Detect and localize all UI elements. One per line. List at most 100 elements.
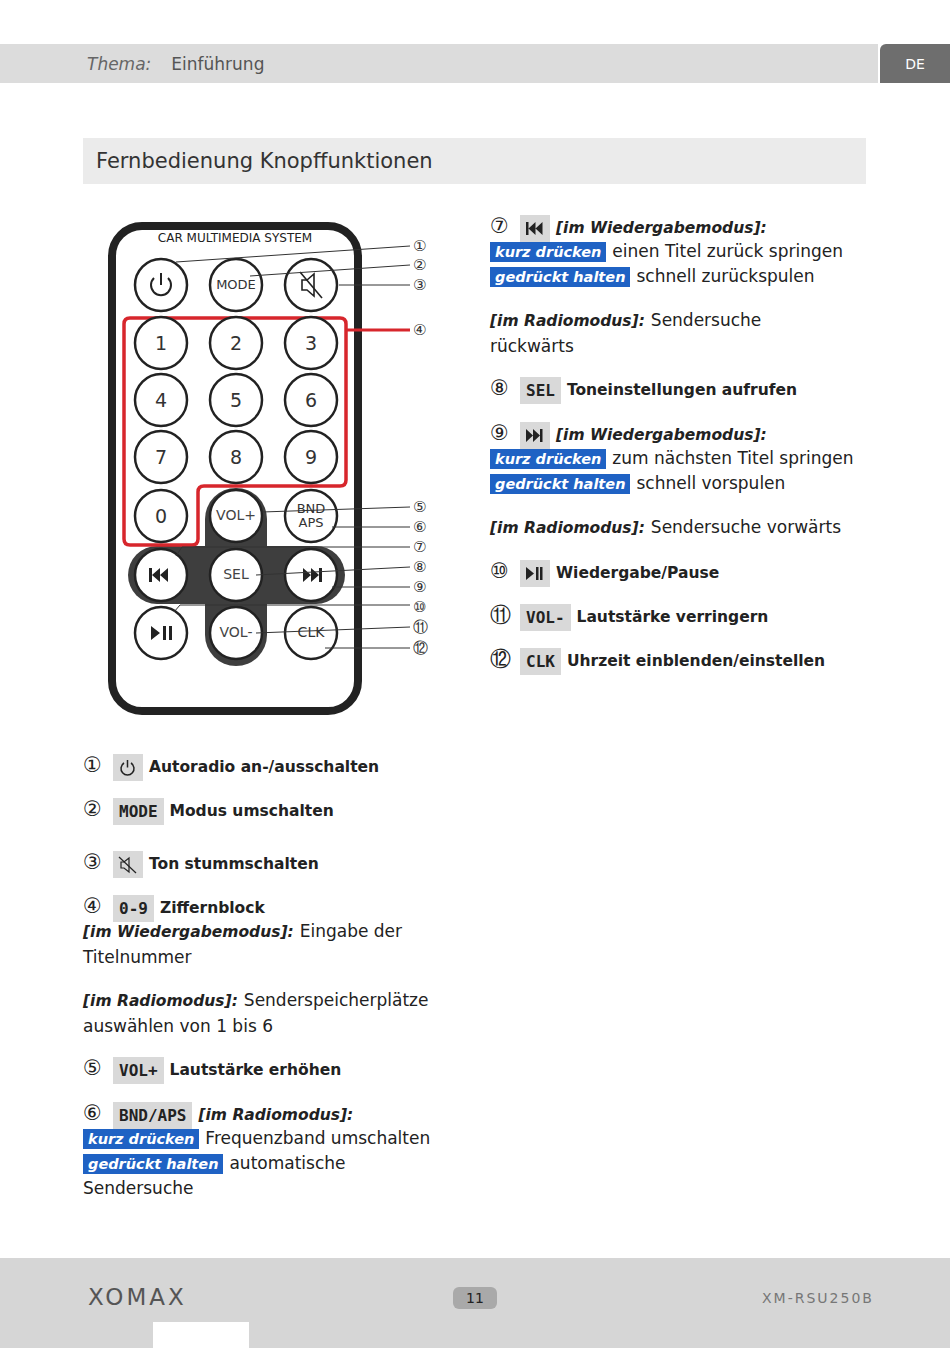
button-label: 4 [135,374,187,426]
press-mode-chip: gedrückt halten [83,1154,223,1174]
press-mode-chip: kurz drücken [83,1129,199,1149]
page-title: Fernbedienung Knopffunktionen [96,149,433,173]
callout-number: ④ [413,321,426,339]
chip-text: kurz drücken [495,244,601,260]
button-text: SEL [214,567,258,582]
description-text: Toneinstellungen aufrufen [567,381,797,399]
callout-number: ⑪ [490,603,520,628]
callout-number: ⑤ [83,1056,113,1081]
prev-icon-chip [520,215,550,242]
button-label: 2 [210,317,262,369]
mute-icon [300,272,322,298]
button-text: 7 [139,447,183,468]
button-label: 6 [285,374,337,426]
button-label: 1 [135,317,187,369]
button-label: VOL+ [210,490,262,542]
description-row: kurz drücken Frequenzband umschalten [83,1126,473,1151]
description-text: schnell zurückspulen [636,266,814,286]
play-pause-icon [151,626,172,640]
dpad-area [128,488,345,666]
chip-text: SEL [526,381,555,400]
chip-text: gedrückt halten [495,476,625,492]
button-label: MODE [210,259,262,311]
next-icon [303,568,322,582]
chip-text: kurz drücken [495,451,601,467]
button-text: 3 [289,333,333,354]
key-chip: SEL [520,377,561,404]
description-text: [im Radiomodus]: [198,1106,353,1124]
key-chip: BND/APS [113,1102,192,1129]
button-label: 0 [135,490,187,542]
button-text: 8 [214,447,258,468]
description-row: ⑩Wiedergabe/Pause [490,559,930,587]
chip-text: VOL+ [119,1061,158,1080]
button-text: 0 [139,506,183,527]
chip-text: MODE [119,802,158,821]
prev-icon [525,220,545,238]
brand-logo: XOMAX [88,1284,187,1310]
button-text: 4 [139,390,183,411]
chip-text: CLK [526,652,555,671]
description-text: Sendersuche vorwärts [651,517,841,537]
callout-number: ⑧ [490,376,520,401]
key-chip: 0-9 [113,895,154,922]
press-mode-chip: kurz drücken [490,242,606,262]
callout-number: ④ [83,894,113,919]
button-label: SEL [210,549,262,601]
description-row: ①Autoradio an-/ausschalten [83,753,473,781]
button-text: CLK [289,625,333,640]
description-row: ⑤VOL+Lautstärke erhöhen [83,1056,473,1084]
callout-number: ③ [83,850,113,875]
numpad-frame [124,318,346,545]
key-chip: CLK [520,648,561,675]
remote-illustration [0,0,950,760]
page-number-text: 11 [466,1290,484,1306]
mute-icon [118,856,138,874]
callout-number: ① [413,237,426,255]
model-number: XM-RSU250B [762,1290,874,1306]
title-band: Fernbedienung Knopffunktionen [83,138,866,184]
power-icon-chip [113,754,143,781]
callout-number: ⑥ [413,518,426,536]
description-text: Uhrzeit einblenden/einstellen [567,652,825,670]
button-label: 3 [285,317,337,369]
description-text: [im Radiomodus]: [490,312,645,330]
button-label: 8 [210,431,262,483]
description-text: Frequenzband umschalten [205,1128,430,1148]
button-text: VOL+ [214,508,258,523]
description-row: ⑧ SEL Toneinstellungen aufrufen [490,376,930,404]
button-text: MODE [214,278,258,292]
description-text: Autoradio an-/ausschalten [149,758,379,776]
button-label: 9 [285,431,337,483]
description-text: Lautstärke verringern [577,608,769,626]
callout-number: ⑪ [413,618,428,636]
button-text: 6 [289,390,333,411]
callout-number: ⑫ [413,639,428,657]
chip-text: gedrückt halten [88,1156,218,1172]
chip-text: BND/APS [119,1106,186,1125]
callout-number: ⑥ [83,1101,113,1126]
description-row: ⑥ BND/APS [im Radiomodus]: [83,1101,473,1129]
press-mode-chip: gedrückt halten [490,267,630,287]
description-row: ③Ton stummschalten [83,850,473,878]
callout-number: ⑨ [413,578,426,596]
description-row: ⑨[im Wiedergabemodus]: [490,421,930,449]
description-row: gedrückt haltenautomatische Sendersuche [83,1151,453,1201]
header-label: Thema: [87,54,151,74]
description-row: ④0-9Ziffernblock [83,894,473,922]
description-row: [im Radiomodus]:Senderspeicherplätze aus… [83,988,463,1039]
next-icon [525,427,545,445]
description-text: [im Wiedergabemodus]: [556,219,767,237]
description-row: ⑦[im Wiedergabemodus]: [490,214,930,242]
button-text: 1 [139,333,183,354]
chip-text: VOL- [526,608,565,627]
button-text: VOL- [214,625,258,640]
description-row: kurz drückenzum nächsten Titel springen [490,446,930,471]
description-text: [im Radiomodus]: [83,992,238,1010]
button-text: 9 [289,447,333,468]
leader-line [346,329,410,332]
chip-text: gedrückt halten [495,269,625,285]
callout-number: ② [83,797,113,822]
mute-icon-chip [113,851,143,878]
button-text: 5 [214,390,258,411]
